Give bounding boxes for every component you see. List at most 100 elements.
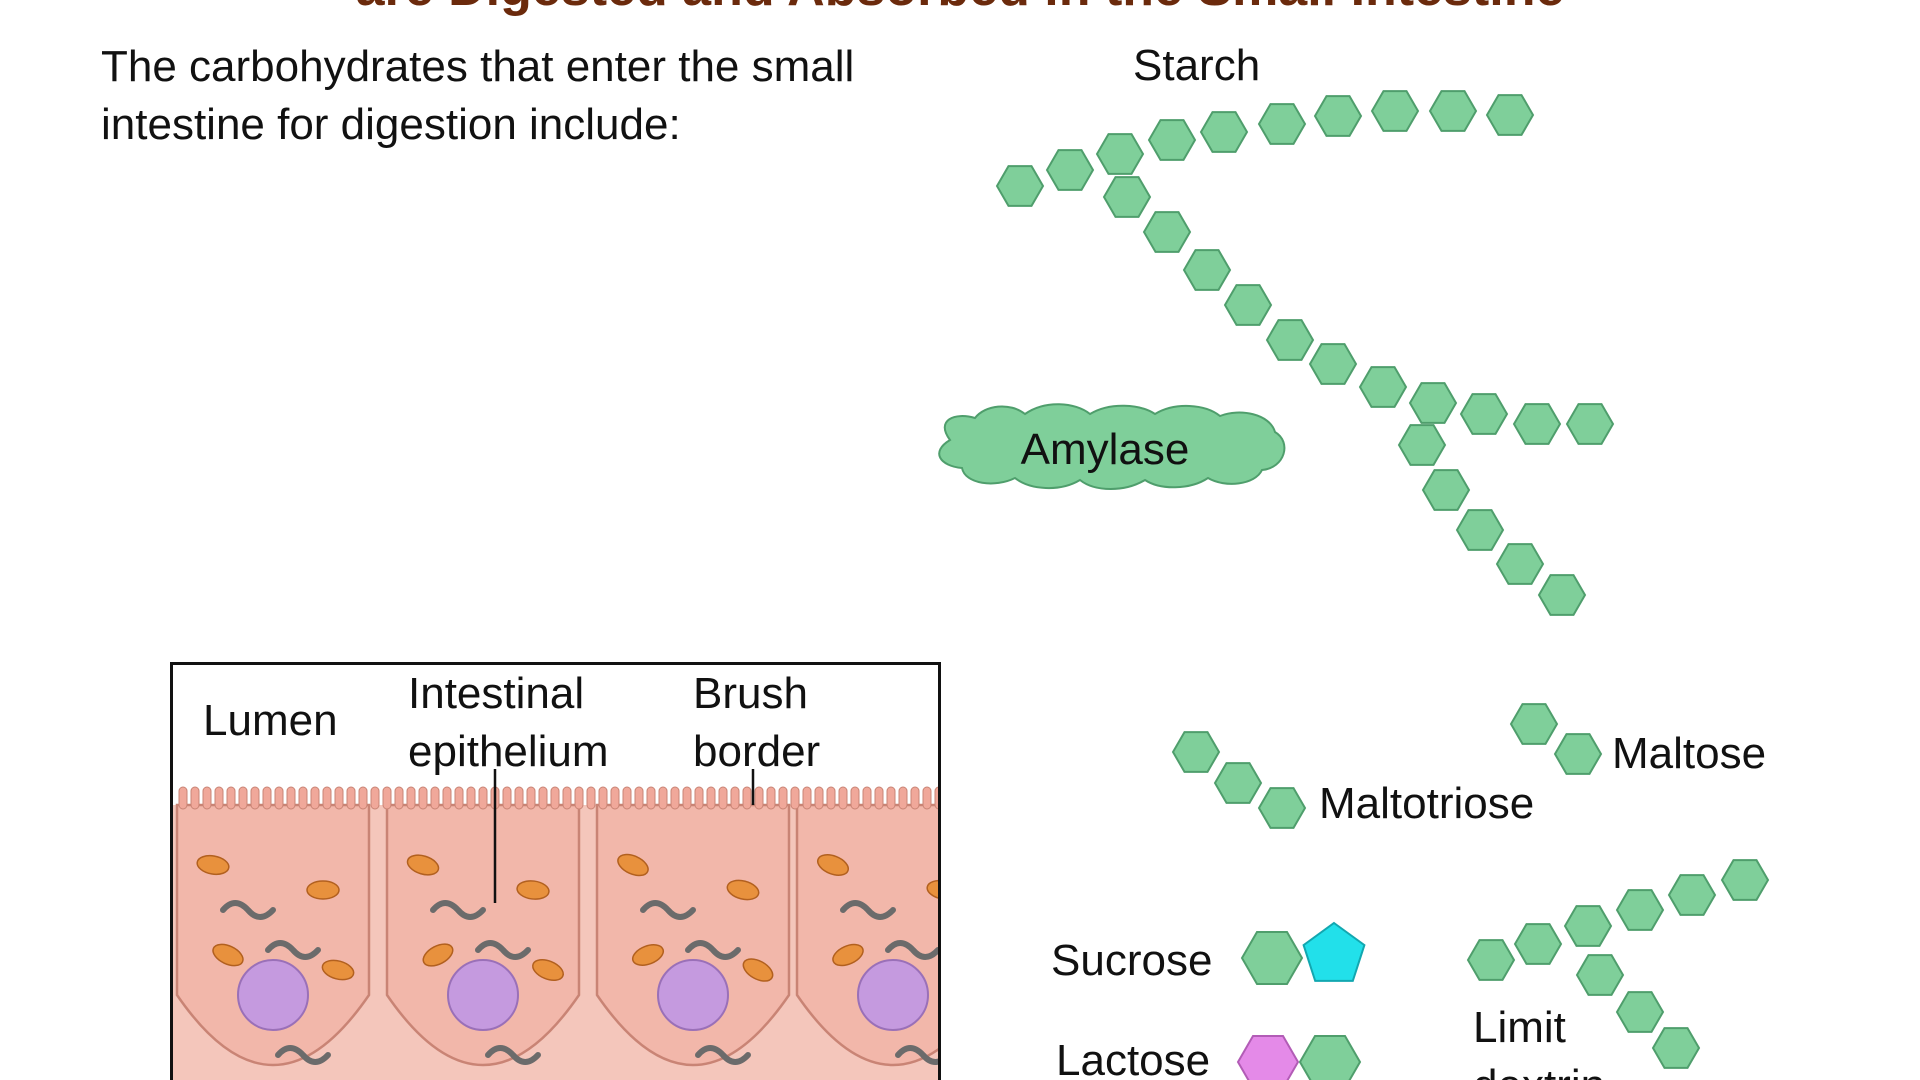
starch-molecule bbox=[995, 90, 1615, 616]
golgi-apparatus bbox=[895, 1045, 938, 1065]
galactose-unit bbox=[1236, 1035, 1300, 1080]
microvillus bbox=[238, 786, 248, 810]
glucose-unit bbox=[1667, 874, 1717, 916]
microvillus bbox=[850, 786, 860, 810]
intestinal-cells-inset: Lumen Intestinal epithelium Brush border bbox=[170, 662, 941, 1080]
microvillus bbox=[706, 786, 716, 810]
maltotriose-label: Maltotriose bbox=[1319, 779, 1535, 828]
microvillus bbox=[610, 786, 620, 810]
microvillus bbox=[574, 786, 584, 810]
glucose-unit bbox=[1240, 931, 1304, 985]
golgi-apparatus bbox=[475, 940, 531, 960]
fructose-unit bbox=[1302, 921, 1366, 982]
microvillus bbox=[550, 786, 560, 810]
slide-title: are Digested and Absorbed in the Small I… bbox=[0, 0, 1920, 18]
microvillus bbox=[454, 786, 464, 810]
glucose-unit bbox=[1466, 939, 1516, 981]
glucose-unit bbox=[1537, 574, 1587, 616]
lactose-molecule bbox=[1236, 1035, 1362, 1080]
golgi-apparatus bbox=[485, 1045, 541, 1065]
mitochondrion bbox=[306, 880, 340, 900]
microvillus bbox=[862, 786, 872, 810]
microvillus bbox=[766, 786, 776, 810]
microvillus bbox=[646, 786, 656, 810]
mitochondrion bbox=[926, 879, 938, 901]
glucose-unit bbox=[1513, 923, 1563, 965]
intro-text: The carbohydrates that enter the small i… bbox=[101, 42, 855, 149]
glucose-unit bbox=[1308, 343, 1358, 385]
mitochondrion bbox=[832, 943, 864, 967]
mitochondrion bbox=[726, 879, 760, 901]
golgi-apparatus bbox=[885, 940, 938, 960]
microvillus bbox=[298, 786, 308, 810]
microvillus bbox=[358, 786, 368, 810]
microvillus bbox=[262, 786, 272, 810]
golgi-apparatus bbox=[640, 900, 696, 920]
microvillus bbox=[478, 786, 488, 810]
glucose-unit bbox=[1095, 133, 1145, 175]
microvillus bbox=[502, 786, 512, 810]
microvillus bbox=[394, 786, 404, 810]
microvillus bbox=[382, 786, 392, 810]
glucose-unit bbox=[1182, 249, 1232, 291]
sucrose-label: Sucrose bbox=[1051, 936, 1213, 985]
mitochondrion bbox=[816, 854, 850, 876]
glucose-unit bbox=[1485, 94, 1535, 136]
microvillus bbox=[658, 786, 668, 810]
microvillus bbox=[742, 786, 752, 810]
microvillus bbox=[226, 786, 236, 810]
golgi-apparatus bbox=[840, 900, 896, 920]
mitochondrion bbox=[212, 943, 244, 967]
microvillus bbox=[346, 786, 356, 810]
glucose-unit bbox=[1421, 469, 1471, 511]
glucose-unit bbox=[1459, 393, 1509, 435]
cell-nucleus bbox=[857, 959, 929, 1031]
microvillus bbox=[250, 786, 260, 810]
glucose-unit bbox=[1171, 731, 1221, 773]
microvillus bbox=[514, 786, 524, 810]
glucose-unit bbox=[1509, 703, 1559, 745]
glucose-unit bbox=[1495, 543, 1545, 585]
mitochondrion bbox=[422, 943, 454, 967]
cell-nucleus bbox=[447, 959, 519, 1031]
mitochondrion bbox=[196, 854, 230, 876]
limit-dextrin-molecule bbox=[1466, 859, 1770, 1069]
golgi-apparatus bbox=[275, 1045, 331, 1065]
microvillus bbox=[838, 786, 848, 810]
mitochondrion bbox=[406, 854, 440, 876]
starch-label: Starch bbox=[1133, 41, 1261, 90]
epithelium-label: Intestinal epithelium bbox=[408, 669, 609, 776]
glucose-unit bbox=[1358, 366, 1408, 408]
microvillus bbox=[286, 786, 296, 810]
lactose-label: Lactose bbox=[1056, 1036, 1211, 1080]
microvillus bbox=[670, 786, 680, 810]
microvillus bbox=[790, 786, 800, 810]
microvillus bbox=[586, 786, 596, 810]
sucrose-molecule bbox=[1240, 921, 1366, 985]
microvillus bbox=[202, 786, 212, 810]
mitochondrion bbox=[631, 944, 665, 966]
glucose-unit bbox=[1565, 403, 1615, 445]
brush-border-label: Brush border bbox=[693, 669, 821, 776]
microvillus bbox=[562, 786, 572, 810]
microvillus bbox=[922, 786, 932, 810]
microvillus bbox=[718, 786, 728, 810]
microvillus bbox=[178, 786, 188, 810]
glucose-unit bbox=[995, 165, 1045, 207]
maltotriose-molecule bbox=[1171, 731, 1307, 829]
microvillus bbox=[538, 786, 548, 810]
glucose-unit bbox=[1223, 284, 1273, 326]
glucose-unit bbox=[1265, 319, 1315, 361]
microvillus bbox=[778, 786, 788, 810]
mitochondrion bbox=[321, 959, 355, 981]
glucose-unit bbox=[1651, 1027, 1701, 1069]
glucose-unit bbox=[1615, 991, 1665, 1033]
maltose-label: Maltose bbox=[1612, 729, 1767, 778]
microvillus bbox=[730, 786, 740, 810]
microvillus bbox=[526, 786, 536, 810]
epithelial-cells bbox=[173, 786, 938, 1080]
microvillus bbox=[430, 786, 440, 810]
microvillus bbox=[370, 786, 380, 810]
microvillus bbox=[310, 786, 320, 810]
